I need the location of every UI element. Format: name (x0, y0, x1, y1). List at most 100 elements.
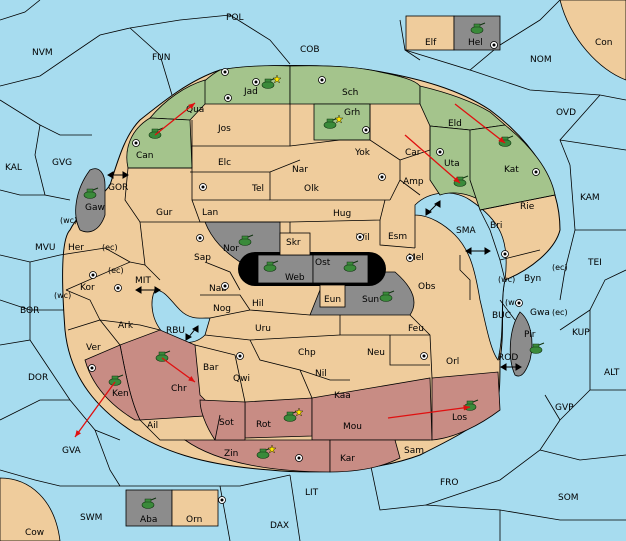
land-label-Uru[interactable]: Uru (255, 324, 271, 334)
region-Rot[interactable] (244, 397, 313, 439)
land-label-Rot[interactable]: Rot (256, 420, 271, 430)
land-label-Nog[interactable]: Nog (213, 304, 231, 314)
tank-icon[interactable] (238, 234, 254, 246)
region-Sch[interactable] (289, 65, 421, 105)
tank-icon[interactable] (256, 444, 277, 459)
land-label-Kat[interactable]: Kat (504, 165, 519, 175)
land-label-Qwi[interactable]: Qwi (233, 374, 250, 384)
sea-label-FUN[interactable]: FUN (152, 53, 171, 63)
sea-label-DAX[interactable]: DAX (270, 521, 289, 531)
sea-label-COB[interactable]: COB (300, 45, 320, 55)
sea-label-GVA[interactable]: GVA (62, 446, 82, 456)
region-Pir[interactable] (509, 311, 533, 377)
land-label-Yok[interactable]: Yok (354, 148, 371, 158)
sea-label-DOR[interactable]: DOR (28, 373, 48, 383)
land-label-Gwa[interactable]: Gwa (530, 308, 550, 318)
land-label-Kar[interactable]: Kar (340, 454, 355, 464)
land-label-Ken[interactable]: Ken (112, 389, 129, 399)
land-label-Ark[interactable]: Ark (118, 321, 134, 331)
sea-label-GOR[interactable]: GOR (108, 183, 128, 193)
land-label-Her[interactable]: Her (68, 243, 84, 253)
region-Grh[interactable] (313, 103, 371, 141)
land-label-Uta[interactable]: Uta (444, 159, 460, 169)
tank-icon[interactable] (261, 74, 282, 89)
land-label-Los[interactable]: Los (452, 413, 467, 423)
land-label-Lan[interactable]: Lan (202, 208, 218, 218)
land-label-Nab[interactable]: Nab (209, 284, 227, 294)
land-label-Nar[interactable]: Nar (292, 165, 308, 175)
land-label-Hil[interactable]: Hil (252, 299, 264, 309)
region-Kar[interactable] (329, 439, 401, 473)
land-label-Sot[interactable]: Sot (219, 418, 234, 428)
land-label-Tel[interactable]: Tel (251, 184, 264, 194)
region-Qua[interactable] (149, 79, 206, 121)
land-label-Eld[interactable]: Eld (448, 119, 462, 129)
region-Skr[interactable] (279, 232, 311, 256)
sea-label-Con[interactable]: Con (595, 38, 613, 48)
land-label-Olk[interactable]: Olk (304, 184, 320, 194)
sea-label-BUC[interactable]: BUC (492, 311, 511, 321)
sea-label-OVD[interactable]: OVD (556, 108, 576, 118)
sea-label-TEI[interactable]: TEI (587, 258, 602, 268)
region-Orn[interactable] (171, 489, 219, 527)
sea-label-MIT[interactable]: MIT (135, 276, 151, 286)
land-label-Feu[interactable]: Feu (408, 324, 424, 334)
land-label-Sap[interactable]: Sap (194, 253, 211, 263)
land-label-Byn[interactable]: Byn (524, 274, 541, 284)
land-label-Qua[interactable]: Qua (186, 105, 204, 115)
tank-icon[interactable] (263, 260, 279, 272)
tank-icon[interactable] (83, 187, 99, 199)
land-label-Bri[interactable]: Bri (490, 221, 502, 231)
tank-icon[interactable] (529, 342, 545, 354)
sea-label-GVP[interactable]: GVP (555, 403, 574, 413)
land-label-Sun[interactable]: Sun (362, 295, 379, 305)
land-label-Can[interactable]: Can (136, 151, 154, 161)
tank-icon[interactable] (470, 22, 486, 34)
land-label-Hug[interactable]: Hug (333, 209, 351, 219)
sea-label-BOR[interactable]: BOR (20, 306, 39, 316)
tank-icon[interactable] (323, 114, 344, 129)
land-label-Gaw[interactable]: Gaw (85, 203, 105, 213)
sea-label-SWM[interactable]: SWM (80, 513, 102, 523)
land-label-Car[interactable]: Car (405, 148, 421, 158)
land-label-Obs[interactable]: Obs (418, 282, 436, 292)
sea-label-NOM[interactable]: NOM (530, 55, 552, 65)
land-label-Mou[interactable]: Mou (343, 422, 362, 432)
sea-label-GVG[interactable]: GVG (52, 158, 72, 168)
sea-label-MVU[interactable]: MVU (35, 243, 56, 253)
land-label-Skr[interactable]: Skr (286, 238, 301, 248)
land-label-Jad[interactable]: Jad (243, 87, 258, 97)
land-label-Chp[interactable]: Chp (298, 348, 316, 358)
tank-icon[interactable] (108, 374, 124, 386)
region-Elf[interactable] (405, 15, 455, 51)
land-label-Sch[interactable]: Sch (342, 88, 358, 98)
land-label-Jos[interactable]: Jos (217, 124, 231, 134)
sea-label-KAL[interactable]: KAL (5, 163, 22, 173)
land-label-Hel[interactable]: Hel (468, 38, 483, 48)
land-label-Nil[interactable]: Nil (315, 369, 327, 379)
sea-label-FRO[interactable]: FRO (440, 478, 459, 488)
sea-label-RBU[interactable]: RBU (166, 326, 185, 336)
land-label-Orn[interactable]: Orn (186, 515, 202, 525)
tank-icon[interactable] (283, 407, 304, 422)
land-label-Mel[interactable]: Mel (408, 253, 424, 263)
region-Eun[interactable] (319, 284, 346, 308)
sea-label-NVM[interactable]: NVM (32, 48, 53, 58)
sea-label-SOM[interactable]: SOM (558, 493, 579, 503)
region-Gaw[interactable] (75, 168, 106, 233)
land-label-Kor[interactable]: Kor (80, 283, 95, 293)
land-label-Nor[interactable]: Nor (223, 244, 239, 254)
sea-label-KUP[interactable]: KUP (572, 328, 590, 338)
land-label-Ost[interactable]: Ost (315, 258, 331, 268)
land-label-Kaa[interactable]: Kaa (334, 391, 351, 401)
sea-label-POL[interactable]: POL (226, 13, 244, 23)
land-label-Ail[interactable]: Ail (147, 421, 158, 431)
land-label-Elc[interactable]: Elc (218, 158, 231, 168)
tank-icon[interactable] (379, 290, 395, 302)
land-label-Bar[interactable]: Bar (203, 363, 219, 373)
land-label-Elf[interactable]: Elf (425, 38, 437, 48)
region-Sot[interactable] (199, 399, 246, 441)
land-label-Sam[interactable]: Sam (404, 446, 424, 456)
land-label-Orl[interactable]: Orl (446, 357, 459, 367)
tank-icon[interactable] (343, 260, 359, 272)
